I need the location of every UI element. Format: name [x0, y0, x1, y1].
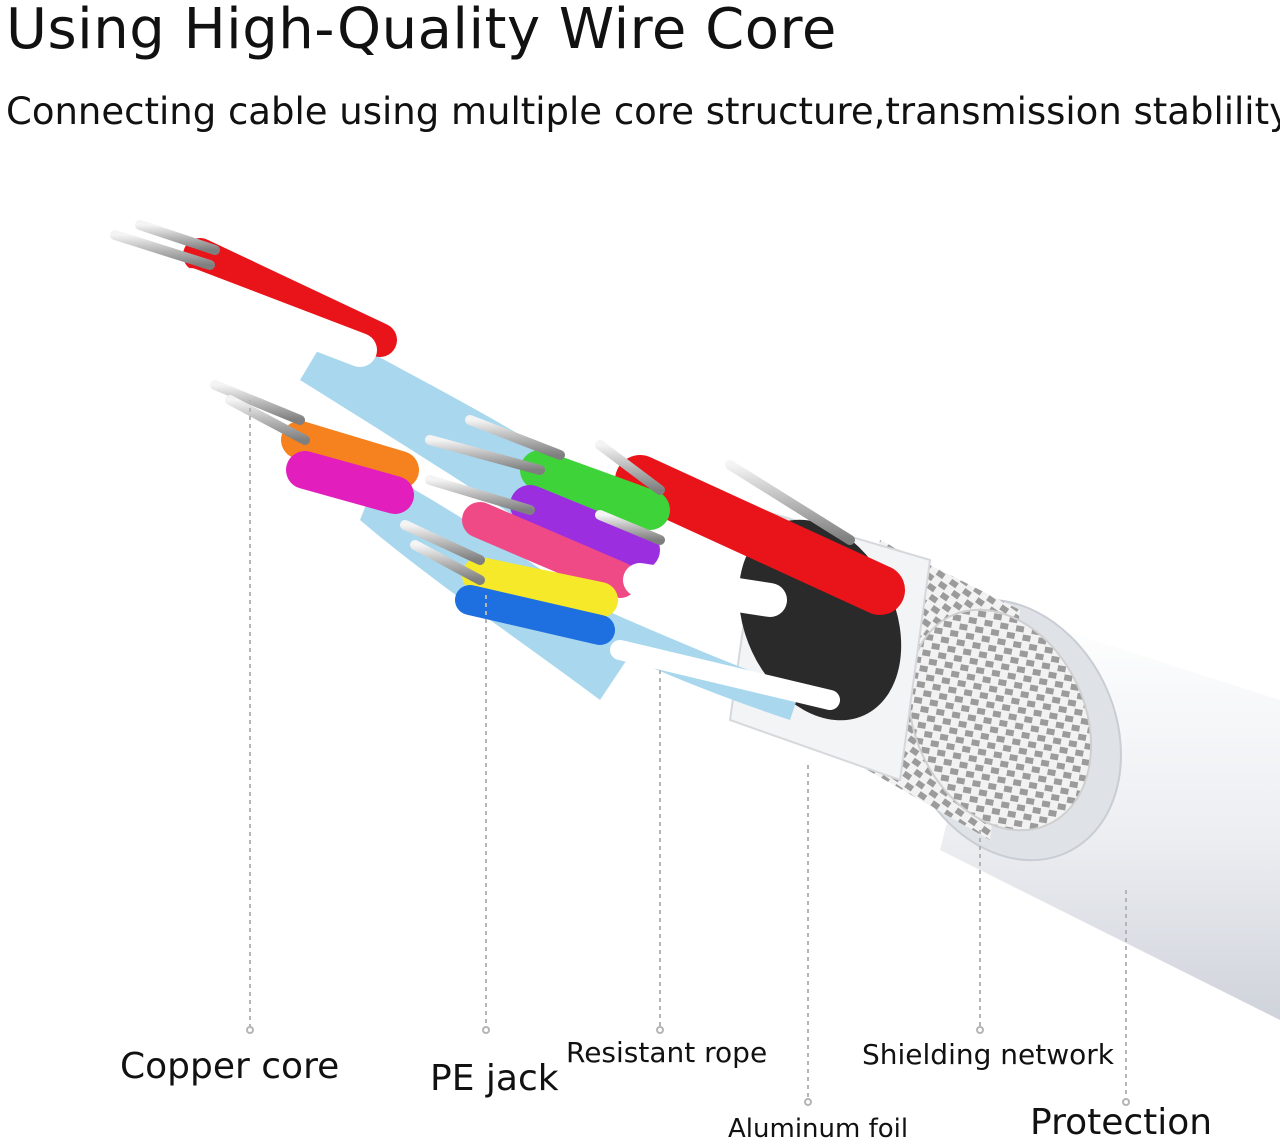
leader-end-dots	[246, 1026, 1130, 1106]
copper-strands	[110, 220, 855, 585]
insulated-wires	[173, 238, 905, 710]
leader-lines	[249, 400, 1127, 1100]
label-copper-core: Copper core	[120, 1046, 340, 1087]
label-protection: Protection	[1030, 1102, 1213, 1143]
label-pe-jack: PE jack	[430, 1058, 559, 1099]
label-aluminum-foil: Aluminum foil	[728, 1114, 909, 1144]
page-title: Using High-Quality Wire Core	[6, 0, 837, 62]
page-subtitle: Connecting cable using multiple core str…	[6, 90, 1280, 133]
label-resistant-rope: Resistant rope	[566, 1036, 768, 1069]
label-shielding-network: Shielding network	[862, 1038, 1114, 1071]
